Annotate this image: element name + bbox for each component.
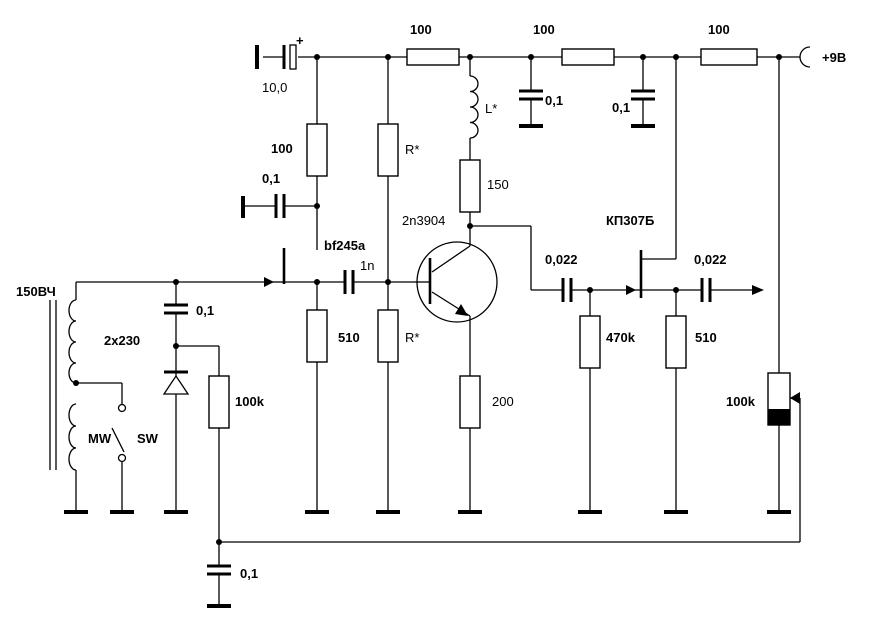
label-r-source: 100 bbox=[271, 141, 293, 156]
resistor-100k-bias bbox=[208, 375, 230, 429]
label-supply: +9В bbox=[822, 50, 846, 65]
labels: +9В + 100 100 100 10,0 100 0,1 R* L* 0,1… bbox=[16, 22, 846, 581]
wires bbox=[75, 56, 801, 606]
label-r-drain-2: 510 bbox=[695, 330, 717, 345]
label-c-var-couple: 0,1 bbox=[196, 303, 214, 318]
label-c-rail-1: 0,1 bbox=[545, 93, 563, 108]
label-varicap: 2x230 bbox=[104, 333, 140, 348]
label-r-star-bottom: R* bbox=[405, 330, 419, 345]
label-r-gate-1: 510 bbox=[338, 330, 360, 345]
label-c-couple-3: 0,022 bbox=[694, 252, 727, 267]
supply-terminal bbox=[799, 46, 811, 68]
potentiometer-fill bbox=[768, 409, 790, 425]
inductor-l-star bbox=[469, 75, 479, 139]
resistor-510-left bbox=[306, 309, 328, 363]
label-r-collector: 150 bbox=[487, 177, 509, 192]
label-c-input: 10,0 bbox=[262, 80, 287, 95]
switch-contact-mw bbox=[117, 403, 127, 413]
label-jfet-1: bf245a bbox=[324, 238, 366, 253]
resistor-emitter-200 bbox=[459, 375, 481, 429]
resistor-top-2 bbox=[561, 48, 615, 66]
resistors bbox=[208, 48, 800, 429]
jfet-bf245a bbox=[264, 248, 286, 287]
label-band-mw: MW bbox=[88, 431, 112, 446]
label-antenna: 150ВЧ bbox=[16, 284, 56, 299]
resistor-top-1 bbox=[406, 48, 460, 66]
varicap-diode bbox=[162, 370, 190, 395]
label-pot: 100k bbox=[726, 394, 756, 409]
resistor-collector-150 bbox=[459, 159, 481, 213]
capacitors bbox=[164, 44, 712, 576]
wiper-arrow bbox=[790, 392, 800, 404]
output-arrow bbox=[752, 285, 764, 295]
switch-contact-sw bbox=[117, 453, 127, 463]
label-jfet-2: КП307Б bbox=[606, 213, 654, 228]
resistor-r-star-top bbox=[377, 123, 399, 177]
antenna-coil bbox=[49, 299, 77, 471]
label-r-bias: 100k bbox=[235, 394, 265, 409]
label-r-top-2: 100 bbox=[533, 22, 555, 37]
bjt-2n3904 bbox=[414, 241, 498, 323]
label-r-emitter: 200 bbox=[492, 394, 514, 409]
label-plus: + bbox=[296, 33, 304, 48]
label-bjt: 2n3904 bbox=[402, 213, 445, 228]
label-c-couple-2: 0,022 bbox=[545, 252, 578, 267]
label-c-bottom: 0,1 bbox=[240, 566, 258, 581]
label-band-sw: SW bbox=[137, 431, 159, 446]
resistor-470k bbox=[579, 315, 601, 369]
junction-dots bbox=[73, 54, 782, 545]
label-c-source: 0,1 bbox=[262, 171, 280, 186]
label-c-rail-2: 0,1 bbox=[612, 100, 630, 115]
resistor-r-star-bottom bbox=[377, 309, 399, 363]
label-r-top-3: 100 bbox=[708, 22, 730, 37]
grounds bbox=[64, 45, 791, 608]
label-inductor: L* bbox=[485, 101, 497, 116]
resistor-510-right bbox=[665, 315, 687, 369]
label-c-1n: 1n bbox=[360, 258, 374, 273]
resistor-top-3 bbox=[700, 48, 758, 66]
label-r-star-top: R* bbox=[405, 142, 419, 157]
cap-electrolytic-plate-plus bbox=[289, 44, 297, 70]
label-r-gate-2: 470k bbox=[606, 330, 636, 345]
jfet-kp307b bbox=[624, 250, 643, 298]
resistor-source-100 bbox=[306, 123, 328, 177]
label-r-top-1: 100 bbox=[410, 22, 432, 37]
